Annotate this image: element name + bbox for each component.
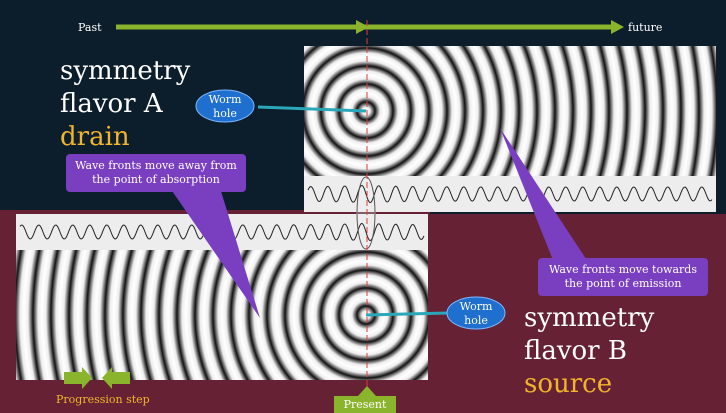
top-wave-panel: [304, 46, 716, 176]
wormhole-bottom-callout: [446, 296, 506, 330]
wormhole-bottom-text: Worm hole: [447, 300, 505, 328]
absorption-callout-tail: [170, 188, 260, 318]
progression-step-label: Progression step: [56, 393, 150, 406]
wormhole-bottom-connector: [365, 311, 449, 317]
absorption-line1: Wave fronts move away from: [75, 159, 237, 172]
top-flavor-line: flavor A: [60, 89, 163, 119]
absorption-text: Wave fronts move away from the point of …: [66, 159, 246, 187]
top-symmetry-line: symmetry: [60, 56, 191, 86]
emission-line2: the point of emission: [564, 277, 682, 290]
timeline-past-label: Past: [78, 21, 102, 34]
progression-arrow-right[interactable]: [64, 367, 92, 389]
present-label: Present: [343, 398, 387, 411]
timeline-arrow-head-right: [611, 20, 624, 34]
bottom-wave-panel: [16, 250, 428, 380]
wormhole-top-text: Worm hole: [196, 93, 254, 121]
wormhole-top-callout: [195, 89, 255, 123]
wormhole-bottom-line2: hole: [464, 314, 488, 327]
present-button[interactable]: [334, 396, 396, 413]
emission-line1: Wave fronts move towards: [549, 263, 697, 276]
bottom-flavor-line: flavor B: [524, 336, 627, 366]
wormhole-bottom-line1: Worm: [459, 300, 493, 313]
wormhole-top-connector: [257, 105, 367, 113]
emission-text: Wave fronts move towards the point of em…: [538, 263, 708, 291]
wormhole-top-line1: Worm: [208, 93, 242, 106]
timeline-future-label: future: [628, 21, 662, 34]
progression-arrow-left[interactable]: [102, 367, 130, 389]
emission-callout: [538, 258, 708, 296]
wormhole-top-line2: hole: [213, 107, 237, 120]
timeline-arrow-head-mid: [356, 20, 369, 34]
bottom-symmetry-line: symmetry: [524, 303, 655, 333]
top-sine-wave: [307, 184, 713, 204]
absorption-callout: [66, 154, 246, 192]
emission-callout-tail: [500, 128, 590, 265]
absorption-line2: the point of absorption: [92, 173, 220, 186]
top-drain-line: drain: [60, 122, 130, 152]
bottom-source-line: source: [524, 369, 613, 399]
present-marker-arrow: [358, 386, 376, 396]
